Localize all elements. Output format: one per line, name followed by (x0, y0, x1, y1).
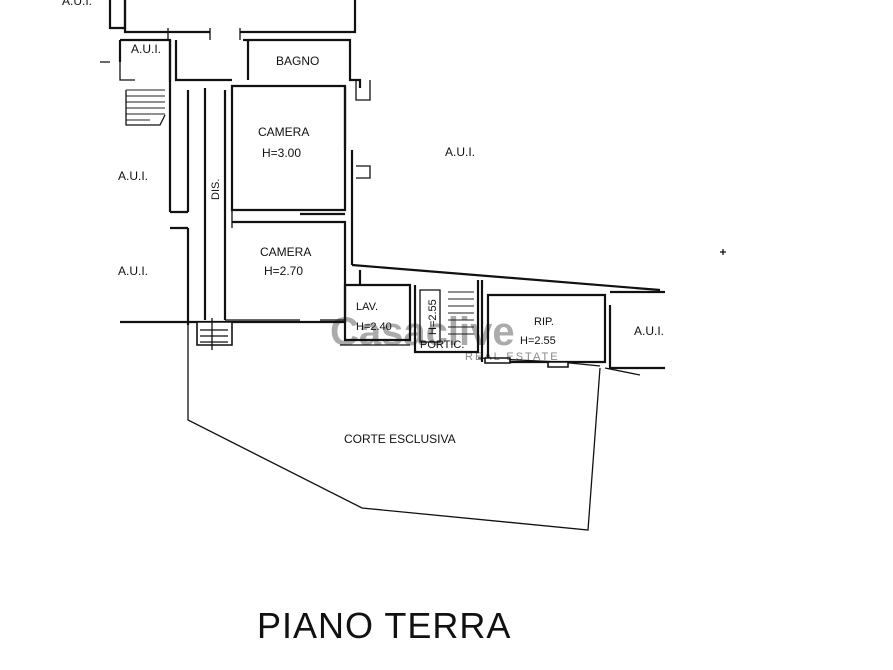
label-corte: CORTE ESCLUSIVA (344, 432, 456, 446)
walls (108, 0, 665, 376)
plan-marks (100, 61, 726, 255)
label-portic-height: H=2.55 (427, 299, 439, 335)
watermark-main: Casaclive (330, 310, 515, 354)
label-aui-small: A.U.I. (131, 42, 161, 56)
label-bagno: BAGNO (276, 54, 319, 68)
stairs-left (125, 89, 166, 126)
stairs-portico (448, 291, 474, 335)
stairs-corridor (200, 318, 228, 350)
label-lav-name: LAV. (356, 301, 378, 313)
corte-outline (187, 325, 601, 531)
label-aui-center: A.U.I. (445, 145, 475, 159)
label-lav-height: H=2.40 (356, 321, 392, 333)
label-aui-left-lower: A.U.I. (118, 264, 148, 278)
label-camera-1-name: CAMERA (258, 125, 309, 139)
label-aui-top-left: A.U.I. (62, 0, 92, 8)
label-rip-height: H=2.55 (520, 335, 556, 347)
label-portic-name: PORTIC. (420, 339, 464, 351)
label-camera-2-name: CAMERA (260, 245, 311, 259)
page-title: PIANO TERRA (257, 605, 511, 646)
label-camera-2-height: H=2.70 (264, 264, 303, 278)
label-rip-name: RIP. (534, 316, 554, 328)
label-camera-1-height: H=3.00 (262, 146, 301, 160)
label-aui-right: A.U.I. (634, 324, 664, 338)
watermark-sub: REAL ESTATE (465, 351, 560, 363)
label-dis: DIS. (210, 179, 222, 200)
label-aui-left-upper: A.U.I. (118, 169, 148, 183)
